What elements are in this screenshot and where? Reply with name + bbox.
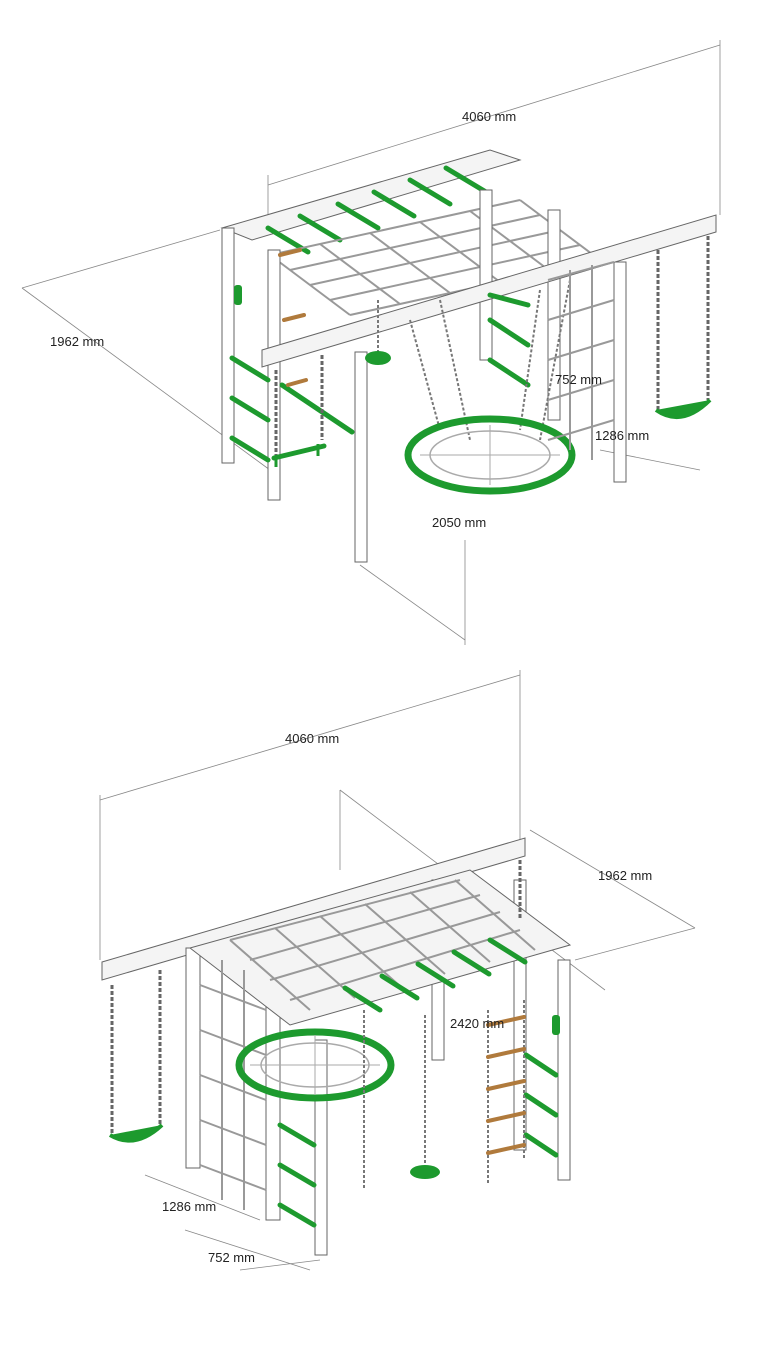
top-illustration: 4060 mm 1962 mm 2050 mm 752 mm 1286 mm: [21, 40, 721, 645]
top-dim-width-b: 1286 mm: [595, 428, 649, 443]
top-back-beam: [220, 149, 522, 241]
top-handle-icon: [234, 285, 242, 305]
bottom-climbing-grid: [229, 879, 536, 1011]
bottom-dim-width-b: 1286 mm: [162, 1199, 216, 1214]
bottom-illustration: 4060 mm 1962 mm 2420 mm 1286 mm 752 mm: [99, 670, 696, 1271]
top-rope-ladder: [278, 248, 308, 387]
top-dimension-lines: [21, 40, 721, 645]
bottom-rope-ladder: [486, 1000, 526, 1185]
bottom-disc-seat-icon: [410, 1165, 440, 1179]
top-dim-width-a: 752 mm: [555, 372, 602, 387]
top-trapeze: [271, 355, 327, 467]
bottom-dim-length: 4060 mm: [285, 731, 339, 746]
top-dim-height: 2050 mm: [432, 515, 486, 530]
top-belt-swing: [654, 236, 712, 419]
bottom-side-ladder: [277, 1052, 559, 1228]
bottom-dimension-lines: [99, 670, 696, 1271]
top-dim-depth: 1962 mm: [50, 334, 104, 349]
bottom-dim-height: 2420 mm: [450, 1016, 504, 1031]
bottom-belt-swing: [108, 970, 164, 1143]
bottom-dim-width-a: 752 mm: [208, 1250, 255, 1265]
top-posts: [221, 189, 627, 563]
top-climbing-wall: [547, 261, 615, 460]
top-swing-beam: [261, 214, 717, 368]
top-climbing-grid: [269, 199, 601, 316]
top-nest-swing: [404, 279, 576, 495]
top-dim-length: 4060 mm: [462, 109, 516, 124]
bottom-nest-swing: [235, 1028, 395, 1102]
bottom-handle-icon: [552, 1015, 560, 1035]
bottom-monkey-bars: [342, 937, 528, 1013]
top-side-ladder: [229, 292, 531, 463]
bottom-climbing-wall: [199, 960, 267, 1210]
bottom-dim-depth: 1962 mm: [598, 868, 652, 883]
top-disc-seat-icon: [365, 351, 391, 365]
top-monkey-bars: [265, 165, 489, 255]
